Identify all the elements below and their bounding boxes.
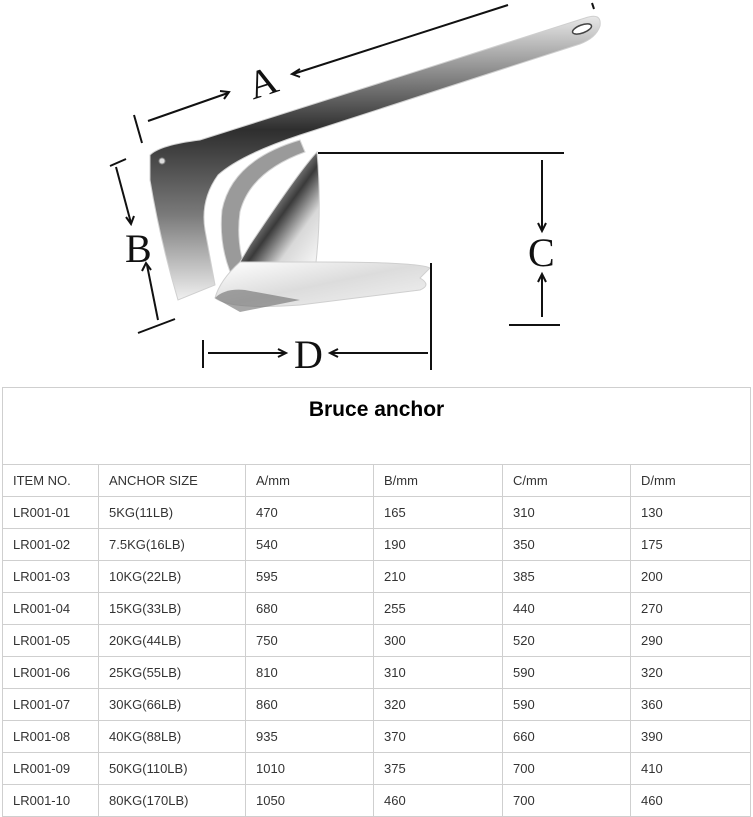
cell-c-mm: 310 (502, 496, 631, 529)
cell-item-no: LR001-06 (2, 656, 99, 689)
cell-c-mm: 520 (502, 624, 631, 657)
cell-c-mm: 350 (502, 528, 631, 561)
cell-d-mm: 410 (629, 752, 752, 785)
cell-a-mm: 680 (245, 592, 374, 625)
table-row: LR001-06 25KG(55LB) 810 310 590 320 (2, 656, 752, 689)
cell-item-no: LR001-04 (2, 592, 99, 625)
table-row: LR001-01 5KG(11LB) 470 165 310 130 (2, 496, 752, 529)
table-row: LR001-05 20KG(44LB) 750 300 520 290 (2, 624, 752, 657)
anchor-dimension-diagram: A B C D (0, 0, 753, 385)
cell-b-mm: 300 (373, 624, 503, 657)
cell-a-mm: 750 (245, 624, 374, 657)
header-d-mm: D/mm (629, 464, 752, 497)
cell-c-mm: 590 (502, 688, 631, 721)
anchor-shank (149, 15, 601, 301)
anchor-illustration: A B C D (109, 2, 601, 377)
cell-c-mm: 590 (502, 656, 631, 689)
table-title-row: Bruce anchor (1, 387, 752, 465)
cell-d-mm: 200 (629, 560, 752, 593)
cell-b-mm: 310 (373, 656, 503, 689)
cell-item-no: LR001-02 (2, 528, 99, 561)
cell-anchor-size: 5KG(11LB) (98, 496, 246, 529)
table-row: LR001-03 10KG(22LB) 595 210 385 200 (2, 560, 752, 593)
cell-b-mm: 165 (373, 496, 503, 529)
cell-b-mm: 460 (373, 784, 503, 817)
cell-anchor-size: 40KG(88LB) (98, 720, 246, 753)
table-row: LR001-09 50KG(110LB) 1010 375 700 410 (2, 752, 752, 785)
cell-c-mm: 660 (502, 720, 631, 753)
table-row: LR001-10 80KG(170LB) 1050 460 700 460 (2, 784, 752, 817)
cell-anchor-size: 80KG(170LB) (98, 784, 246, 817)
cell-d-mm: 360 (629, 688, 752, 721)
cell-anchor-size: 50KG(110LB) (98, 752, 246, 785)
bruce-anchor-spec-table: Bruce anchor ITEM NO. ANCHOR SIZE A/mm B… (1, 387, 752, 817)
cell-d-mm: 175 (629, 528, 752, 561)
header-a-mm: A/mm (245, 464, 374, 497)
dimension-label-a: A (242, 56, 283, 108)
cell-d-mm: 130 (629, 496, 752, 529)
cell-b-mm: 320 (373, 688, 503, 721)
cell-anchor-size: 20KG(44LB) (98, 624, 246, 657)
cell-b-mm: 375 (373, 752, 503, 785)
dimension-label-d: D (294, 332, 323, 377)
cell-anchor-size: 30KG(66LB) (98, 688, 246, 721)
anchor-fluke (214, 150, 431, 312)
cell-a-mm: 540 (245, 528, 374, 561)
cell-a-mm: 595 (245, 560, 374, 593)
cell-a-mm: 860 (245, 688, 374, 721)
cell-b-mm: 210 (373, 560, 503, 593)
cell-c-mm: 700 (502, 784, 631, 817)
cell-item-no: LR001-05 (2, 624, 99, 657)
cell-b-mm: 370 (373, 720, 503, 753)
cell-a-mm: 1050 (245, 784, 374, 817)
cell-d-mm: 270 (629, 592, 752, 625)
table-row: LR001-04 15KG(33LB) 680 255 440 270 (2, 592, 752, 625)
header-item-no: ITEM NO. (2, 464, 99, 497)
cell-b-mm: 255 (373, 592, 503, 625)
header-c-mm: C/mm (502, 464, 631, 497)
cell-b-mm: 190 (373, 528, 503, 561)
table-row: LR001-08 40KG(88LB) 935 370 660 390 (2, 720, 752, 753)
header-anchor-size: ANCHOR SIZE (98, 464, 246, 497)
cell-a-mm: 935 (245, 720, 374, 753)
cell-d-mm: 320 (629, 656, 752, 689)
cell-anchor-size: 10KG(22LB) (98, 560, 246, 593)
cell-a-mm: 470 (245, 496, 374, 529)
dimension-label-c: C (528, 230, 555, 275)
cell-item-no: LR001-10 (2, 784, 99, 817)
table-header-row: ITEM NO. ANCHOR SIZE A/mm B/mm C/mm D/mm (2, 464, 752, 497)
cell-item-no: LR001-01 (2, 496, 99, 529)
header-b-mm: B/mm (373, 464, 503, 497)
cell-d-mm: 460 (629, 784, 752, 817)
cell-item-no: LR001-07 (2, 688, 99, 721)
cell-a-mm: 1010 (245, 752, 374, 785)
cell-d-mm: 390 (629, 720, 752, 753)
dimension-lines (109, 2, 595, 370)
cell-item-no: LR001-03 (2, 560, 99, 593)
cell-anchor-size: 25KG(55LB) (98, 656, 246, 689)
cell-c-mm: 385 (502, 560, 631, 593)
dimension-label-b: B (125, 226, 152, 271)
cell-c-mm: 700 (502, 752, 631, 785)
cell-item-no: LR001-08 (2, 720, 99, 753)
cell-anchor-size: 15KG(33LB) (98, 592, 246, 625)
table-row: LR001-07 30KG(66LB) 860 320 590 360 (2, 688, 752, 721)
table-row: LR001-02 7.5KG(16LB) 540 190 350 175 (2, 528, 752, 561)
cell-anchor-size: 7.5KG(16LB) (98, 528, 246, 561)
cell-a-mm: 810 (245, 656, 374, 689)
cell-d-mm: 290 (629, 624, 752, 657)
table-title: Bruce anchor (1, 387, 752, 465)
cell-item-no: LR001-09 (2, 752, 99, 785)
cell-c-mm: 440 (502, 592, 631, 625)
